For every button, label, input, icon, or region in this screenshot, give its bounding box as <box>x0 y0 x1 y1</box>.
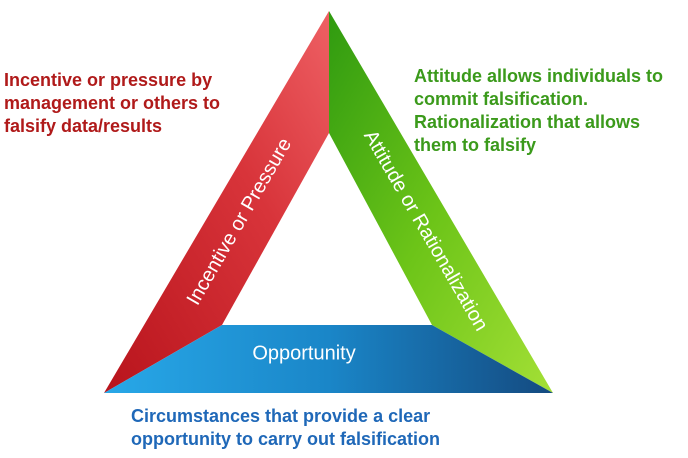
attitude-description-line: Attitude allows individuals to <box>414 66 664 86</box>
attitude-description-line: commit falsification. <box>414 89 589 109</box>
attitude-description-line: Rationalization that allows <box>414 112 641 132</box>
opportunity-description-line: opportunity to carry out falsification <box>131 429 441 449</box>
opportunity-side-label: Opportunity <box>252 342 355 364</box>
opportunity-side <box>104 325 553 393</box>
pressure-description-line: Incentive or pressure by <box>4 70 213 90</box>
opportunity-description-line: Circumstances that provide a clear <box>131 406 431 426</box>
pressure-side <box>104 11 329 393</box>
opportunity-description: Circumstances that provide a clear oppor… <box>131 405 440 451</box>
pressure-description-line: management or others to <box>4 93 221 113</box>
attitude-description-line: them to falsify <box>414 135 537 155</box>
attitude-side <box>329 11 553 393</box>
pressure-description-line: falsify data/results <box>4 116 163 136</box>
attitude-description: Attitude allows individuals to commit fa… <box>414 65 663 157</box>
pressure-description: Incentive or pressure by management or o… <box>4 69 220 138</box>
